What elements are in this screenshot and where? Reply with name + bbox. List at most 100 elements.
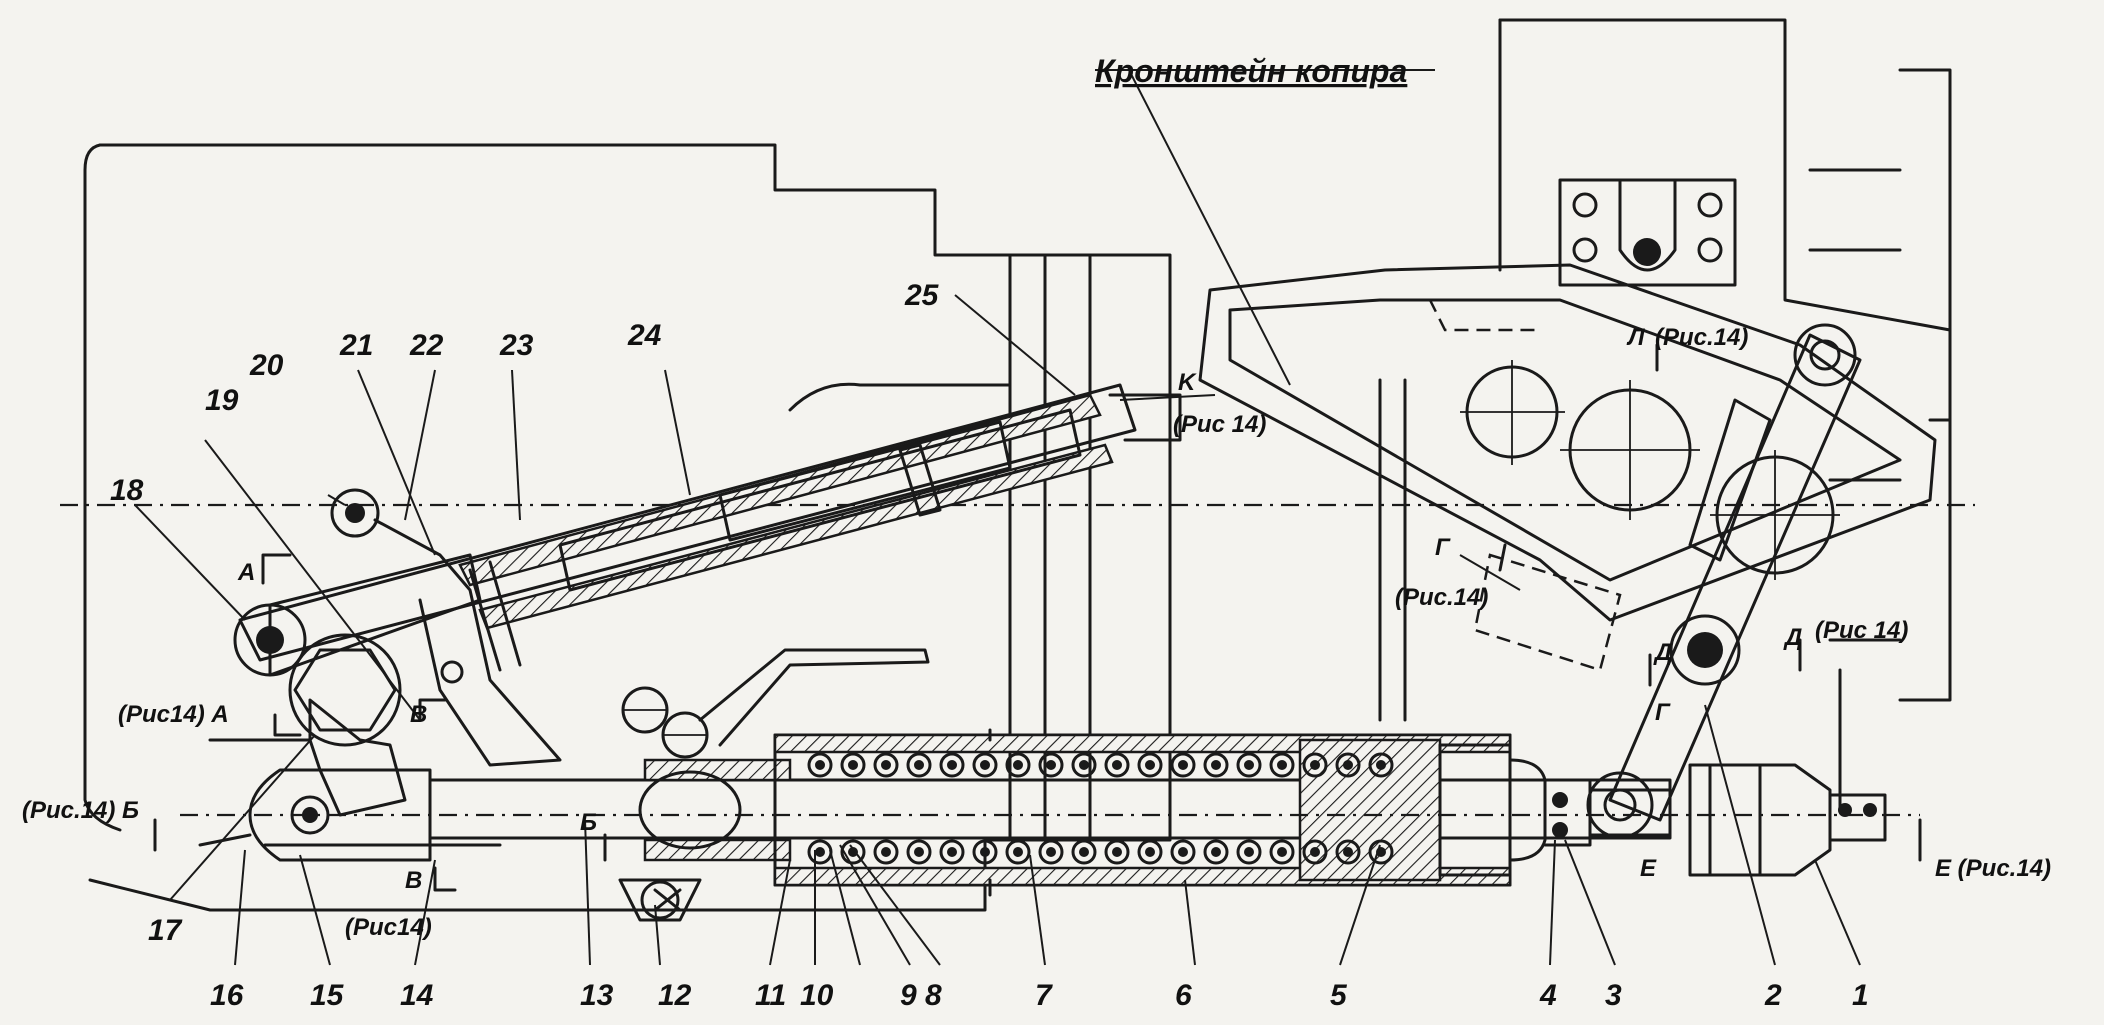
housing [83,143,1407,912]
spring-coil-core [1145,847,1155,857]
part-label-14: 14 [400,979,434,1012]
spring-coil [1104,839,1130,865]
spring-coil-core [1046,760,1056,770]
section-ref-labels: K (Рис 14) Л (Рис.14) А (Рис14) А (Рис.1… [22,324,2051,941]
spring-coil-core [815,760,825,770]
spring-coil-core [1244,760,1254,770]
spring-coil-core [1211,847,1221,857]
part-label-21: 21 [339,329,373,362]
part-label-3: 3 [1605,979,1622,1012]
spring-coil [1005,752,1031,778]
spring-coil-core [1079,847,1089,857]
part-label-16: 16 [210,979,244,1012]
ref-d-fig: (Рис 14) [1815,617,1908,644]
spring-bottom-coils [807,839,1394,865]
ref-e-left: Е [1640,855,1657,882]
spring-coil [1236,752,1262,778]
ref-g: Г [1435,534,1451,561]
spring-coil-core [980,760,990,770]
spring-coil-core [1343,847,1353,857]
spring-coil [1203,752,1229,778]
part-label-23: 23 [499,329,534,362]
right-lever [1473,323,1862,839]
ref-v-top: В [410,701,427,728]
spring-coil [1236,839,1262,865]
spring-coil [840,752,866,778]
copier-bracket [1198,18,1952,812]
part-label-6: 6 [1175,979,1192,1012]
ref-l: Л [1626,324,1645,351]
spring-coil-core [1244,847,1254,857]
spring-coil-core [1277,847,1287,857]
spring-cylinder [180,728,1920,922]
spring-coil-core [1211,760,1221,770]
part-label-13: 13 [580,979,614,1012]
spring-top-coils [807,752,1394,778]
small-lever [621,648,930,759]
spring-coil-core [1343,760,1353,770]
ref-v-bottom: В [405,867,422,894]
spring-coil-core [1277,760,1287,770]
spring-coil-core [980,847,990,857]
spring-coil [873,839,899,865]
spring-coil-core [1145,760,1155,770]
spring-coil [1302,839,1328,865]
spring-coil-core [881,760,891,770]
spring-coil [1170,752,1196,778]
spring-coil-core [1310,760,1320,770]
ref-a-top: А [237,559,255,586]
spring-coil-core [1310,847,1320,857]
hex-shaft [208,633,407,817]
spring-coil-core [1046,847,1056,857]
spring-coil-core [947,847,957,857]
part-label-8: 8 [925,979,942,1012]
part-label-12: 12 [658,979,692,1012]
ref-d-left: Д [1653,639,1672,666]
ref-d-right: Д [1783,624,1802,651]
ref-a-bottom: (Рис14) А [118,701,229,728]
part-label-7: 7 [1035,979,1053,1012]
spring-coil [807,752,833,778]
part-label-15: 15 [310,979,345,1012]
part-label-5: 5 [1330,979,1348,1012]
spring-coil-core [848,847,858,857]
ref-b-mid: Б [580,809,597,836]
spring-coil-core [1112,847,1122,857]
spring-coil [1005,839,1031,865]
part-label-22: 22 [409,329,444,362]
spring-coil [972,839,998,865]
spring-coil [1071,752,1097,778]
spring-coil [906,752,932,778]
ref-l-fig: (Рис.14) [1655,324,1748,351]
spring-coil-core [914,847,924,857]
spring-coil [1335,752,1361,778]
part-label-24: 24 [627,319,662,352]
part-label-20: 20 [249,349,284,382]
spring-coil-core [1013,847,1023,857]
spring-coil [1203,839,1229,865]
spring-coil-core [1178,760,1188,770]
spring-coil [1335,839,1361,865]
ref-k: K [1178,369,1197,396]
title-label: Кронштейн копира [1095,53,1407,89]
part-label-1: 1 [1852,979,1869,1012]
spring-coil-core [1178,847,1188,857]
part-label-2: 2 [1764,979,1782,1012]
spring-coil-core [1376,760,1386,770]
spring-coil-core [1112,760,1122,770]
spring-coil [939,752,965,778]
part-label-25: 25 [904,279,940,312]
spring-coil [1302,752,1328,778]
spring-coil [1269,839,1295,865]
spring-coil-core [1079,760,1089,770]
ref-v-fig: (Рис14) [345,914,432,941]
spring-coil [1104,752,1130,778]
spring-coil [1038,752,1064,778]
spring-coil-core [947,760,957,770]
spring-coil [1071,839,1097,865]
upper-telescopic-rod [233,383,1182,767]
ref-b-left: (Рис.14) Б [22,797,139,824]
ref-g-lower: Г [1655,699,1671,726]
